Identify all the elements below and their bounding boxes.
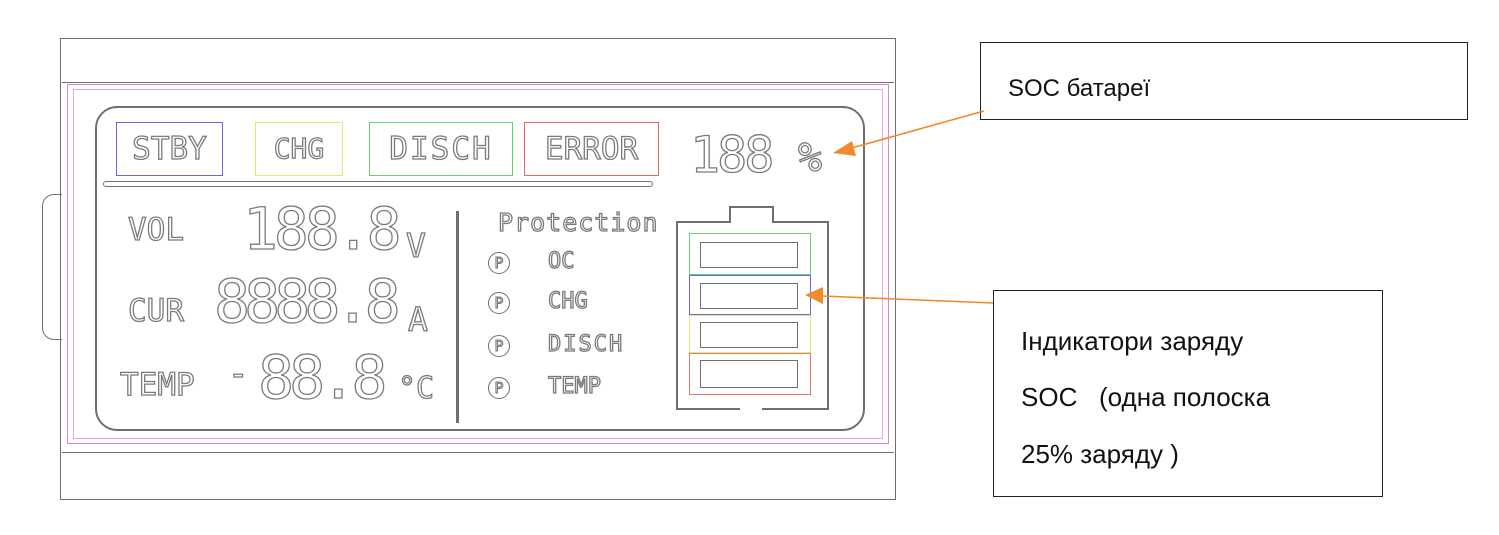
protection-chg-label: CHG <box>547 289 588 314</box>
bars-arrow-line <box>821 295 994 304</box>
temp-minus-sign: - <box>227 354 249 394</box>
soc-digits: 188 <box>689 126 775 184</box>
battery-terminal <box>729 206 774 223</box>
module-top-band-line <box>62 82 894 83</box>
soc-callout-box: SOC батареї <box>980 42 1468 120</box>
cur-unit: A <box>407 300 428 339</box>
protection-temp-label: TEMP <box>547 374 601 399</box>
pink-frame-outer <box>67 84 889 444</box>
soc-arrow-head <box>833 141 856 156</box>
mode-chg-box: CHG <box>255 122 343 176</box>
vol-label: VOL <box>127 212 184 248</box>
bars-callout-line-3: 25% заряду ) <box>1021 439 1179 469</box>
protection-disch-label: DISCH <box>547 332 625 357</box>
soc-arrow-line <box>847 110 985 150</box>
soc-percent-sign: % <box>797 135 823 181</box>
battery-base-gap <box>740 404 762 414</box>
protection-disch-marker: P <box>488 335 510 357</box>
soc-bar-2 <box>689 315 811 353</box>
mode-chg-label: CHG <box>273 132 325 165</box>
lcd-panel <box>95 106 865 431</box>
bars-callout-line-1: Індикатори заряду <box>1021 326 1244 356</box>
bms-display-module <box>60 38 896 500</box>
protection-title: Protection <box>497 208 659 237</box>
cur-label: CUR <box>127 293 184 329</box>
lcd-horizontal-divider <box>103 181 653 187</box>
cur-digits: 8888.8 <box>213 267 401 337</box>
protection-temp-marker: P <box>488 377 510 399</box>
bars-callout-line-2: SOC (одна полоска <box>1021 382 1271 412</box>
protection-chg-marker: P <box>488 292 510 314</box>
bars-callout-box: Індикатори заряду SOC (одна полоска 25% … <box>993 290 1383 497</box>
mode-disch-box: DISCH <box>369 122 513 176</box>
temp-label: TEMP <box>119 367 195 403</box>
bars-arrow-head <box>805 287 823 304</box>
protection-oc-label: OC <box>547 249 575 274</box>
vol-unit: V <box>405 226 426 265</box>
temp-digits: 88.8 <box>257 343 388 413</box>
mode-disch-label: DISCH <box>389 130 493 167</box>
lcd-vertical-divider <box>456 211 459 423</box>
soc-bar-4 <box>689 233 811 275</box>
mode-stby-box: STBY <box>116 122 223 176</box>
module-bottom-band-line <box>62 452 894 453</box>
vol-digits: 188.8 <box>242 195 402 263</box>
pink-frame-inner <box>73 89 883 439</box>
module-side-tab <box>42 194 62 340</box>
mode-error-box: ERROR <box>524 122 659 176</box>
temp-unit: °C <box>397 371 435 406</box>
mode-error-label: ERROR <box>544 130 639 167</box>
protection-oc-marker: P <box>488 252 510 274</box>
soc-bar-1 <box>689 353 811 395</box>
mode-stby-label: STBY <box>132 130 208 167</box>
soc-callout-text: SOC батареї <box>1008 75 1151 102</box>
